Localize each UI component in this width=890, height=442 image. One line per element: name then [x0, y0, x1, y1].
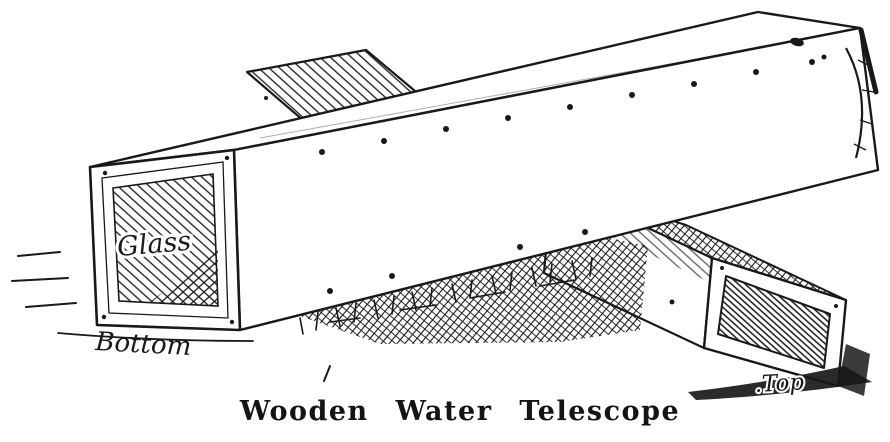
ground-marks-left	[11, 251, 254, 342]
cross-tube-opening	[702, 256, 848, 388]
figure-caption: Wooden Water Telescope	[239, 396, 680, 427]
main-tube-front-frame	[88, 148, 242, 332]
label-bottom: Bottom	[94, 327, 192, 362]
opening-shadow	[688, 366, 872, 400]
label-top: .Top	[754, 369, 805, 398]
label-glass: Glass	[116, 226, 192, 263]
nail-dots	[319, 59, 815, 294]
shadow-hatching	[299, 236, 872, 400]
cross-tube-opening-hole	[717, 275, 831, 369]
grass-marks	[299, 257, 593, 335]
main-tube-far-end-detail	[790, 27, 879, 159]
main-tube	[88, 10, 880, 332]
